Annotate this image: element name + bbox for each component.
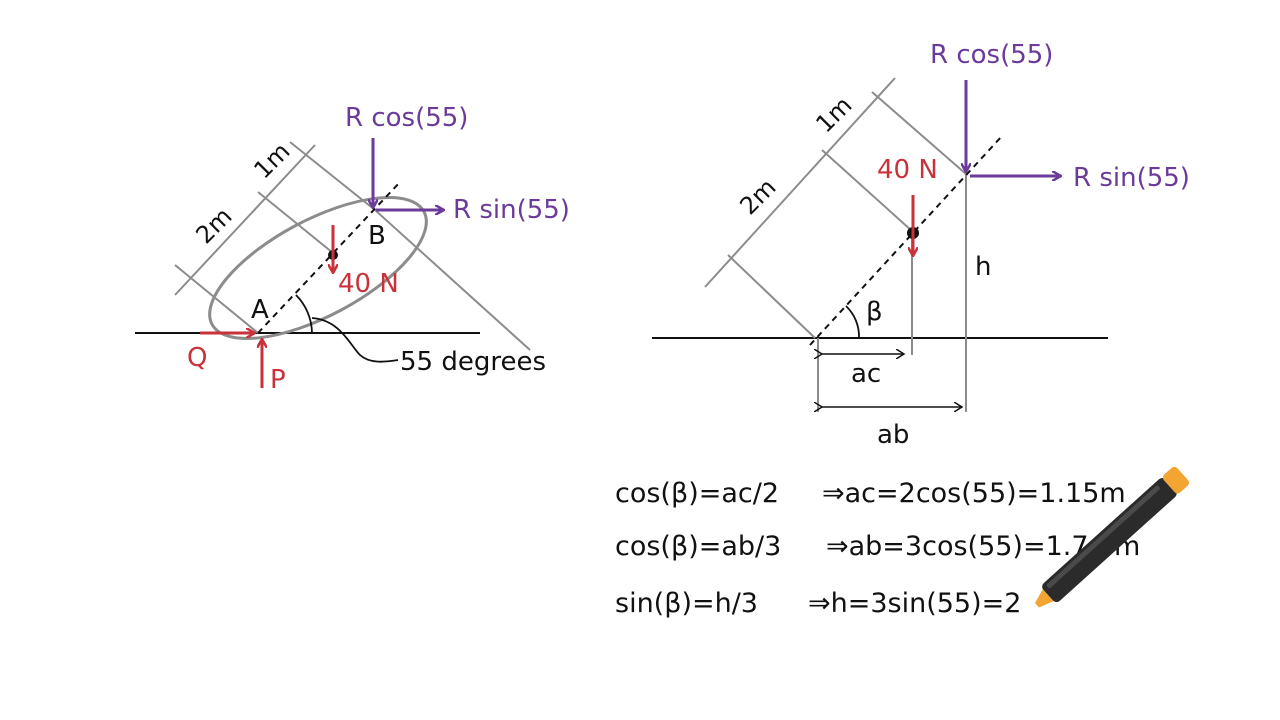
right-weight-label: 40 N [877,155,938,185]
right-dim-2m: 2m [734,173,781,220]
right-rcos-label: R cos(55) [930,40,1053,70]
left-q-label: Q [187,343,207,373]
left-rigid-body [208,196,428,340]
left-diagram: R cos(55) R sin(55) 40 N 1m 2m A B Q P 5… [135,103,570,395]
left-rsin-label: R sin(55) [453,195,570,225]
right-height-label: h [975,252,991,282]
right-dimension-lines [704,77,967,412]
left-weight-label: 40 N [338,269,399,299]
left-rcos-label: R cos(55) [345,103,468,133]
equation-3-left: sin(β)=h/3 [615,588,758,619]
left-angle-arc [295,294,313,334]
left-dimension-lines [174,141,531,351]
equation-1-right: ⇒ac=2cos(55)=1.15m [822,478,1126,509]
right-ab-label: ab [877,420,909,450]
right-dim-1m: 1m [810,91,857,138]
left-angle-note: 55 degrees [400,347,546,377]
left-dim-1m: 1m [248,137,295,184]
left-point-a: A [251,295,269,325]
equation-2-right: ⇒ab=3cos(55)=1.7 [826,531,1089,562]
right-angle-label: β [866,297,883,327]
right-angle-arc [845,305,860,339]
equation-3-right: ⇒h=3sin(55)=2 [808,588,1021,619]
equation-2-left: cos(β)=ab/3 [615,531,781,562]
equations: cos(β)=ac/2 ⇒ac=2cos(55)=1.15m cos(β)=ab… [615,478,1140,619]
equation-1-left: cos(β)=ac/2 [615,478,779,509]
left-point-b: B [368,221,386,251]
right-ac-label: ac [851,359,881,389]
left-p-label: P [270,365,286,395]
right-diagram: R cos(55) R sin(55) 40 N 1m 2m h β ac ab [652,40,1190,450]
left-dim-2m: 2m [190,202,237,249]
marker-pen-icon [1034,466,1190,608]
right-rsin-label: R sin(55) [1073,163,1190,193]
left-angle-leader [311,317,399,363]
